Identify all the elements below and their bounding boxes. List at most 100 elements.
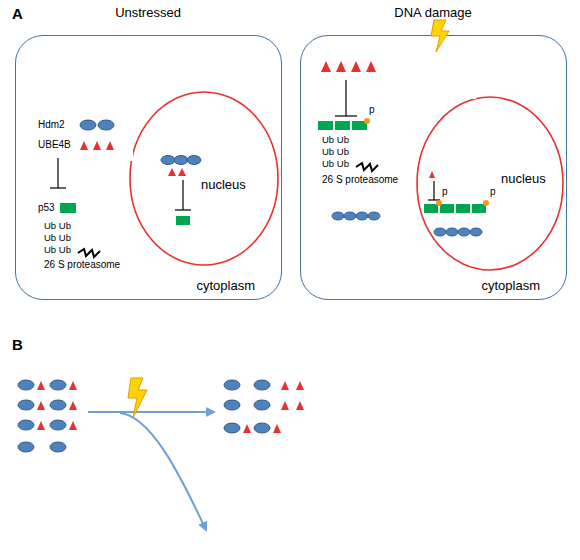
p53-symbol — [176, 216, 190, 225]
hdm2-symbol — [161, 156, 175, 165]
hdm2-symbol — [224, 380, 240, 390]
p53-symbol — [335, 121, 350, 130]
hdm2-symbol — [50, 380, 66, 390]
inhibition-bar — [175, 209, 191, 210]
hdm2-symbol — [224, 423, 240, 433]
inhibition-bar — [50, 187, 66, 188]
panel-heading: DNA damage — [300, 5, 567, 20]
hdm2-symbol — [224, 400, 240, 410]
inhibition-line — [57, 158, 58, 188]
envelope-gap — [466, 90, 476, 99]
process-arrow — [88, 411, 214, 413]
phospho-label: p — [442, 186, 448, 197]
hdm2-symbol — [18, 380, 34, 390]
hdm2-symbol — [50, 400, 66, 410]
protein-name: UBE4B — [38, 139, 71, 150]
nucleus-circle: nucleus — [416, 96, 564, 271]
ube4b-symbol — [69, 381, 77, 390]
damage-bolt — [128, 378, 147, 418]
hdm2-symbol — [446, 228, 458, 236]
phospho-dot — [364, 118, 370, 124]
p53-symbol — [424, 204, 438, 213]
ube4b-symbol — [281, 381, 289, 390]
p53-symbol — [456, 204, 470, 213]
hdm2-symbol — [80, 120, 96, 130]
ube4b-symbol — [37, 381, 45, 390]
phospho-dot — [483, 200, 489, 206]
inhibition-line — [345, 80, 346, 116]
ubiquitin-chain: Ub Ub Ub Ub Ub Ub — [322, 134, 354, 170]
hdm2-symbol — [174, 156, 188, 165]
panel-letter: B — [12, 336, 23, 353]
hdm2-symbol — [18, 400, 34, 410]
p53-symbol — [440, 204, 454, 213]
ube4b-symbol — [69, 421, 77, 430]
hdm2-symbol — [18, 420, 34, 430]
hdm2-symbol — [458, 228, 470, 236]
hdm2-symbol — [187, 156, 201, 165]
hdm2-symbol — [356, 212, 368, 220]
panel-heading: Unstressed — [15, 5, 282, 20]
ube4b-symbol — [336, 61, 346, 72]
branch-arrow — [120, 413, 206, 530]
ube4b-symbol — [281, 401, 289, 410]
hdm2-symbol — [470, 228, 482, 236]
phospho-label: p — [369, 104, 375, 115]
ube4b-symbol — [37, 401, 45, 410]
ube4b-symbol — [296, 381, 304, 390]
ube4b-symbol — [321, 61, 331, 72]
phospho-dot — [436, 200, 442, 206]
ube4b-symbol — [366, 61, 376, 72]
ube4b-symbol — [296, 401, 304, 410]
nucleus-envelope — [130, 92, 278, 265]
hdm2-symbol — [50, 420, 66, 430]
hdm2-symbol — [98, 120, 114, 130]
compartment-label: nucleus — [501, 171, 546, 186]
proteasome-label: 26 S proteasome — [44, 259, 120, 270]
ube4b-symbol — [168, 168, 176, 176]
compartment-label: nucleus — [201, 177, 246, 192]
hdm2-symbol — [50, 442, 66, 452]
ube4b-symbol — [178, 168, 186, 176]
ube4b-symbol — [69, 401, 77, 410]
ube4b-symbol — [429, 171, 435, 178]
envelope-gap — [124, 150, 133, 161]
protein-name: p53 — [38, 202, 55, 213]
compartment-label: cytoplasm — [197, 278, 256, 293]
inhibition-bar — [428, 199, 440, 200]
ube4b-symbol — [106, 141, 114, 150]
phospho-label: p — [490, 186, 496, 197]
ubiquitin-chain: Ub Ub Ub Ub Ub Ub — [44, 220, 76, 256]
panel-letter: A — [12, 5, 23, 22]
hdm2-symbol — [434, 228, 446, 236]
p53-symbol — [352, 121, 367, 130]
compartment-label: cytoplasm — [482, 278, 541, 293]
p53-symbol — [472, 204, 486, 213]
p53-symbol — [318, 121, 333, 130]
ube4b-symbol — [93, 141, 101, 150]
hdm2-symbol — [254, 423, 270, 433]
ube4b-symbol — [351, 61, 361, 72]
inhibition-line — [182, 180, 183, 210]
degradation-zigzag — [78, 249, 100, 257]
ube4b-symbol — [37, 421, 45, 430]
degradation-zigzag — [356, 163, 378, 171]
damage-bolt — [431, 20, 449, 52]
hdm2-symbol — [254, 380, 270, 390]
inhibition-bar — [335, 115, 357, 116]
ube4b-symbol — [80, 141, 88, 150]
hdm2-symbol — [332, 212, 344, 220]
hdm2-symbol — [18, 442, 34, 452]
nucleus-envelope — [417, 97, 563, 270]
proteasome-label: 26 S proteasome — [322, 174, 398, 185]
nucleus-circle: nucleus — [129, 91, 279, 266]
ube4b-symbol — [273, 424, 281, 433]
protein-name: Hdm2 — [38, 119, 65, 130]
hdm2-symbol — [344, 212, 356, 220]
hdm2-symbol — [368, 212, 380, 220]
ube4b-symbol — [243, 424, 251, 433]
